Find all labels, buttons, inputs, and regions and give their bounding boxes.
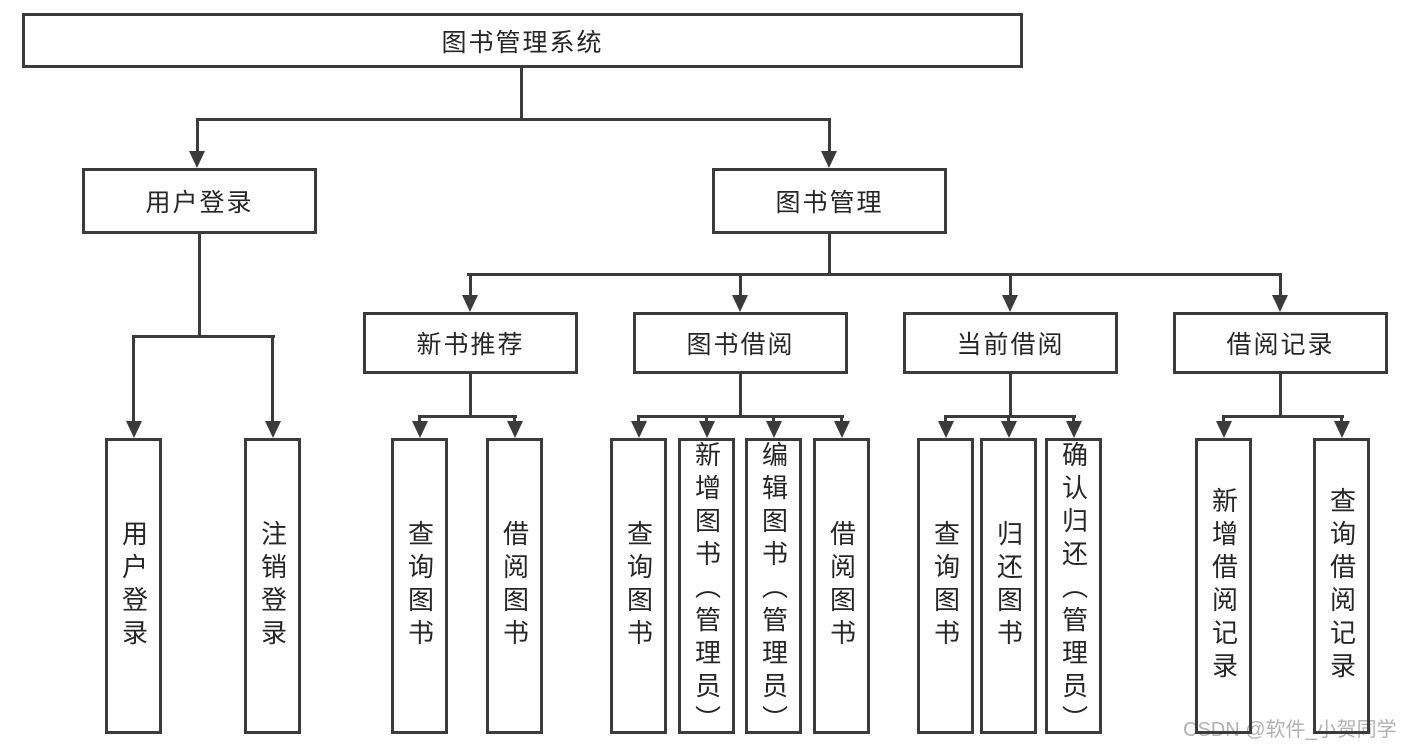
connector-arrow-shaft (637, 415, 640, 423)
node-label: 新增图书（管理员） (691, 441, 722, 738)
leaf-logout: 注销登录 (244, 438, 301, 734)
connector-records-stem (1279, 374, 1282, 415)
connector-level3-split (467, 273, 1282, 276)
node-label: 用户登录 (145, 189, 254, 217)
connector-arrow-shaft (1340, 415, 1343, 423)
node-label: 查询图书 (930, 520, 961, 652)
arrow-down-icon (1002, 295, 1018, 312)
connector-arrow-shaft (705, 415, 708, 423)
connector-borrowing-stem (739, 374, 742, 415)
node-library-system: 图书管理系统 (22, 13, 1023, 68)
arrow-down-icon (1216, 421, 1232, 438)
node-label: 用户登录 (118, 520, 149, 652)
connector-arrow-shaft (1072, 415, 1075, 423)
leaf-records-add-record: 新增借阅记录 (1195, 438, 1252, 734)
arrow-down-icon (126, 421, 142, 438)
connector-recommend-split (418, 415, 517, 418)
node-book-borrowing: 图书借阅 (633, 312, 848, 374)
node-label: 图书管理 (775, 189, 884, 217)
leaf-recommend-query-books: 查询图书 (391, 438, 448, 734)
connector-arrow-shaft (739, 273, 742, 297)
connector-arrow-shaft (840, 415, 843, 423)
connector-current-stem (1009, 374, 1012, 415)
connector-arrow-shaft (1009, 273, 1012, 297)
connector-recommend-stem (469, 374, 472, 415)
node-label: 图书借阅 (686, 331, 795, 359)
leaf-current-return-books: 归还图书 (980, 438, 1037, 734)
node-label: 注销登录 (257, 520, 288, 652)
leaf-current-confirm-return-admin: 确认归还（管理员） (1045, 438, 1102, 738)
arrow-down-icon (938, 421, 954, 438)
leaf-borrowing-edit-books-admin: 编辑图书（管理员） (745, 438, 802, 738)
node-label: 编辑图书（管理员） (758, 441, 789, 738)
arrow-down-icon (834, 421, 850, 438)
arrow-down-icon (189, 151, 205, 168)
arrow-down-icon (821, 151, 837, 168)
node-label: 借阅记录 (1226, 331, 1335, 359)
leaf-recommend-borrow-books: 借阅图书 (486, 438, 543, 734)
node-label: 借阅图书 (499, 520, 530, 652)
connector-user-login-split (132, 335, 275, 338)
arrow-down-icon (766, 421, 782, 438)
node-label: 确认归还（管理员） (1058, 441, 1089, 738)
leaf-borrowing-query-books: 查询图书 (610, 438, 667, 734)
arrow-down-icon (1001, 421, 1017, 438)
connector-level2-split (196, 118, 831, 121)
arrow-down-icon (699, 421, 715, 438)
node-label: 当前借阅 (956, 331, 1065, 359)
connector-borrowing-split (637, 415, 844, 418)
connector-root-stem (520, 68, 523, 118)
leaf-borrowing-borrow-books: 借阅图书 (813, 438, 870, 734)
connector-arrow-shaft (1007, 415, 1010, 423)
node-new-book-recommend: 新书推荐 (363, 312, 578, 374)
arrow-down-icon (732, 295, 748, 312)
node-user-login: 用户登录 (82, 168, 317, 234)
node-label: 图书管理系统 (441, 28, 604, 57)
node-label: 新书推荐 (416, 331, 525, 359)
connector-arrow-shaft (132, 335, 135, 423)
node-label: 借阅图书 (826, 520, 857, 652)
connector-arrow-shaft (1279, 273, 1282, 297)
node-borrowing-records: 借阅记录 (1173, 312, 1388, 374)
connector-arrow-shaft (772, 415, 775, 423)
arrow-down-icon (1334, 421, 1350, 438)
arrow-down-icon (631, 421, 647, 438)
leaf-user-login: 用户登录 (105, 438, 162, 734)
connector-arrow-shaft (944, 415, 947, 423)
connector-arrow-shaft (418, 415, 421, 423)
connector-arrow-shaft (196, 118, 199, 153)
leaf-borrowing-add-books-admin: 新增图书（管理员） (678, 438, 735, 738)
node-label: 查询借阅记录 (1326, 487, 1357, 685)
arrow-down-icon (1066, 421, 1082, 438)
connector-user-login-stem (198, 234, 201, 335)
node-label: 查询图书 (623, 520, 654, 652)
arrow-down-icon (462, 295, 478, 312)
node-current-borrowing: 当前借阅 (903, 312, 1118, 374)
connector-arrow-shaft (1222, 415, 1225, 423)
arrow-down-icon (412, 421, 428, 438)
arrow-down-icon (507, 421, 523, 438)
arrow-down-icon (1272, 295, 1288, 312)
arrow-down-icon (265, 421, 281, 438)
connector-arrow-shaft (469, 273, 472, 297)
connector-arrow-shaft (271, 335, 274, 423)
node-book-management: 图书管理 (712, 168, 947, 234)
connector-arrow-shaft (513, 415, 516, 423)
node-label: 查询图书 (404, 520, 435, 652)
connector-records-split (1222, 415, 1344, 418)
connector-book-mgmt-stem (828, 234, 831, 273)
csdn-watermark: CSDN @软件_小贺同学 (1183, 719, 1397, 741)
node-label: 归还图书 (993, 520, 1024, 652)
connector-arrow-shaft (828, 118, 831, 153)
node-label: 新增借阅记录 (1208, 487, 1239, 685)
leaf-current-query-books: 查询图书 (917, 438, 974, 734)
connector-current-split (944, 415, 1076, 418)
leaf-records-query-record: 查询借阅记录 (1313, 438, 1370, 734)
